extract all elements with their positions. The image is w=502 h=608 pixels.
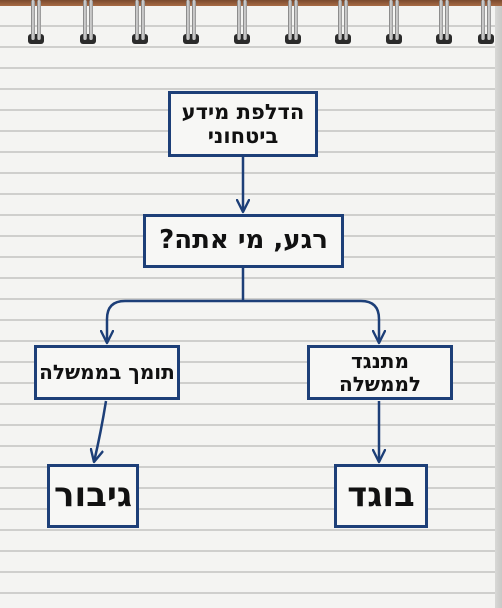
ring-wire: [395, 0, 399, 40]
binding-ring: [232, 0, 252, 46]
root-node: הדלפת מידע ביטחוני: [168, 91, 318, 157]
ring-wire: [37, 0, 41, 40]
binding-ring: [130, 0, 150, 46]
arrow-to-right-branch: [243, 299, 379, 343]
left-branch-node: תומך בממשלה: [34, 345, 180, 400]
ring-wire: [487, 0, 491, 40]
punch-hole: [132, 34, 148, 44]
arrow-to-left-branch: [107, 299, 243, 343]
binding-ring: [181, 0, 201, 46]
ring-wire: [141, 0, 145, 40]
binding-ring: [26, 0, 46, 46]
right-result-node: בוגד: [334, 464, 428, 528]
punch-hole: [183, 34, 199, 44]
ring-wire: [338, 0, 342, 40]
question-node: רגע, מי אתה?: [143, 214, 344, 268]
ring-wire: [135, 0, 139, 40]
ring-wire: [344, 0, 348, 40]
binding-ring: [283, 0, 303, 46]
binding-ring: [333, 0, 353, 46]
punch-hole: [285, 34, 301, 44]
ring-wire: [186, 0, 190, 40]
ring-wire: [237, 0, 241, 40]
ring-wire: [481, 0, 485, 40]
ring-wire: [445, 0, 449, 40]
binding-ring: [384, 0, 404, 46]
punch-hole: [478, 34, 494, 44]
punch-hole: [80, 34, 96, 44]
notebook-cover-edge: [0, 0, 502, 6]
punch-hole: [28, 34, 44, 44]
right-branch-node: מתנגד לממשלה: [307, 345, 453, 400]
ring-wire: [243, 0, 247, 40]
punch-hole: [436, 34, 452, 44]
ring-wire: [288, 0, 292, 40]
ring-wire: [192, 0, 196, 40]
binding-ring: [476, 0, 496, 46]
arrow-to-left-result: [94, 400, 108, 462]
spiral-binding: [0, 0, 502, 48]
binding-ring: [78, 0, 98, 46]
page-stack-edge: [495, 0, 502, 608]
punch-hole: [386, 34, 402, 44]
punch-hole: [234, 34, 250, 44]
binding-ring: [434, 0, 454, 46]
ring-wire: [89, 0, 93, 40]
ring-wire: [31, 0, 35, 40]
ring-wire: [389, 0, 393, 40]
punch-hole: [335, 34, 351, 44]
ring-wire: [83, 0, 87, 40]
ring-wire: [294, 0, 298, 40]
left-result-node: גיבור: [47, 464, 139, 528]
ring-wire: [439, 0, 443, 40]
